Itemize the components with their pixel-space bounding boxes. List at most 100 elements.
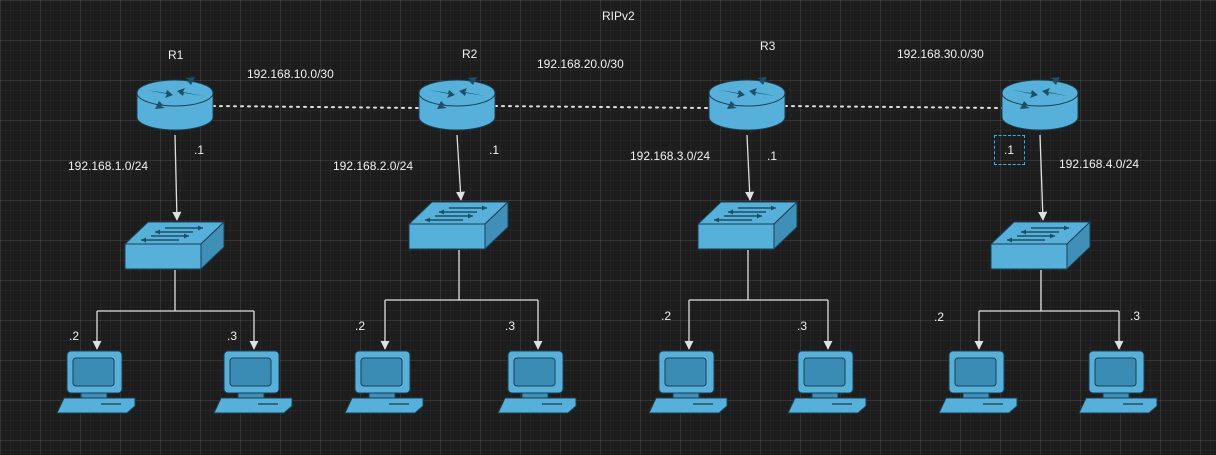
router-icon[interactable] [136,77,214,131]
host-label-4b: .3 [1130,309,1141,323]
keyboard-base [344,397,424,414]
monitor-stand [811,392,839,399]
monitor-stand [80,392,108,399]
monitor-screen [664,357,707,387]
keyboard-base [213,397,293,414]
uplink-4 [1038,134,1048,221]
switch-front [990,243,1068,270]
computer-icon[interactable] [497,350,577,414]
computer-icon[interactable] [56,350,136,414]
switch-arrow-head [714,217,719,223]
switch-icon[interactable] [123,220,226,271]
switch-arrow-head [184,233,189,239]
switch-arrow-head [728,209,733,215]
lan-network-label-4: 192.168.4.0/24 [1059,157,1140,171]
monitor-screen [513,357,556,387]
switch-arrow-head [771,205,776,211]
keyboard-base [56,397,136,414]
monitor-screen [72,357,115,387]
router-arrow-glyph [1012,90,1038,98]
monitor-stand [672,392,700,399]
switch-icon[interactable] [989,220,1092,271]
keyboard-base [497,397,577,414]
router-icon[interactable] [418,77,496,131]
lan-network-label-2: 192.168.2.0/24 [333,159,414,173]
switch-icon[interactable] [696,200,799,251]
router-arrow-glyph [155,101,171,109]
switch-arrow-head [1064,225,1069,231]
router-icon[interactable] [708,77,786,131]
switch-side [1066,220,1091,271]
switch-arrow-head [482,205,487,211]
gateway-label-3: .1 [767,149,778,163]
monitor-stand [1102,392,1130,399]
switch-front [124,243,202,270]
host-label-2a: .2 [355,319,366,333]
router-arrow-glyph [459,88,485,96]
switch-arrow-head [439,209,444,215]
router-arrow-glyph [727,101,743,109]
wan-link-2 [494,105,710,109]
monitor-screen [229,357,272,387]
host-label-3a: .2 [661,309,672,323]
switch-side [773,200,798,251]
switch-arrow-head [1007,237,1012,243]
router-arrow-glyph [437,101,453,109]
wan-network-label-3: 192.168.30.0/30 [897,47,984,61]
switch-side [484,200,509,251]
lan-network-label-1: 192.168.1.0/24 [68,159,149,173]
gateway-label-2: .1 [489,143,500,157]
diagram-title: RIPv2 [602,9,635,23]
monitor-screen [954,357,997,387]
uplink-1 [172,134,182,221]
router-label-r3: R3 [760,39,776,53]
wan-link-3 [784,105,1003,109]
switch-icon[interactable] [407,200,510,251]
router-arrow-glyph [749,88,775,96]
computer-icon[interactable] [1078,350,1158,414]
monitor-screen [360,357,403,387]
computer-icon[interactable] [648,350,728,414]
router-top [708,79,786,107]
monitor-stand [237,392,265,399]
monitor-stand [521,392,549,399]
gateway-label-4[interactable]: .1 [1004,143,1015,157]
computer-icon[interactable] [938,350,1018,414]
keyboard-base [648,397,728,414]
switch-arrow-head [1050,233,1055,239]
computer-icon[interactable] [213,350,293,414]
router-arrow-glyph [1020,101,1036,109]
router-top [1001,79,1079,107]
computer-icon[interactable] [787,350,867,414]
keyboard-base [787,397,867,414]
devices-layer [56,77,1158,414]
router-arrow-glyph [147,90,173,98]
lan-network-label-3: 192.168.3.0/24 [630,149,711,163]
router-label-r1: R1 [168,48,184,62]
router-icon[interactable] [1001,77,1079,131]
monitor-stand [962,392,990,399]
monitor-screen [803,357,846,387]
links-layer [92,105,1124,350]
wan-link-1 [212,105,420,109]
host-label-1a: .2 [69,329,80,343]
router-arrow-glyph [751,77,767,85]
keyboard-base [938,397,1018,414]
switch-arrow-head [1021,229,1026,235]
uplink-2 [455,134,466,201]
router-top [418,79,496,107]
switch-arrow-head [468,213,473,219]
monitor-screen [1094,357,1137,387]
router-arrow-glyph [719,90,745,98]
switch-front [408,223,486,250]
monitor-stand [368,392,396,399]
switch-arrow-head [141,237,146,243]
wan-network-label-1: 192.168.10.0/30 [247,67,334,81]
selection-box[interactable] [994,135,1025,165]
switch-arrow-head [155,229,160,235]
switch-side [200,220,225,271]
computer-icon[interactable] [344,350,424,414]
host-label-4a: .2 [934,310,945,324]
switch-arrow-head [198,225,203,231]
